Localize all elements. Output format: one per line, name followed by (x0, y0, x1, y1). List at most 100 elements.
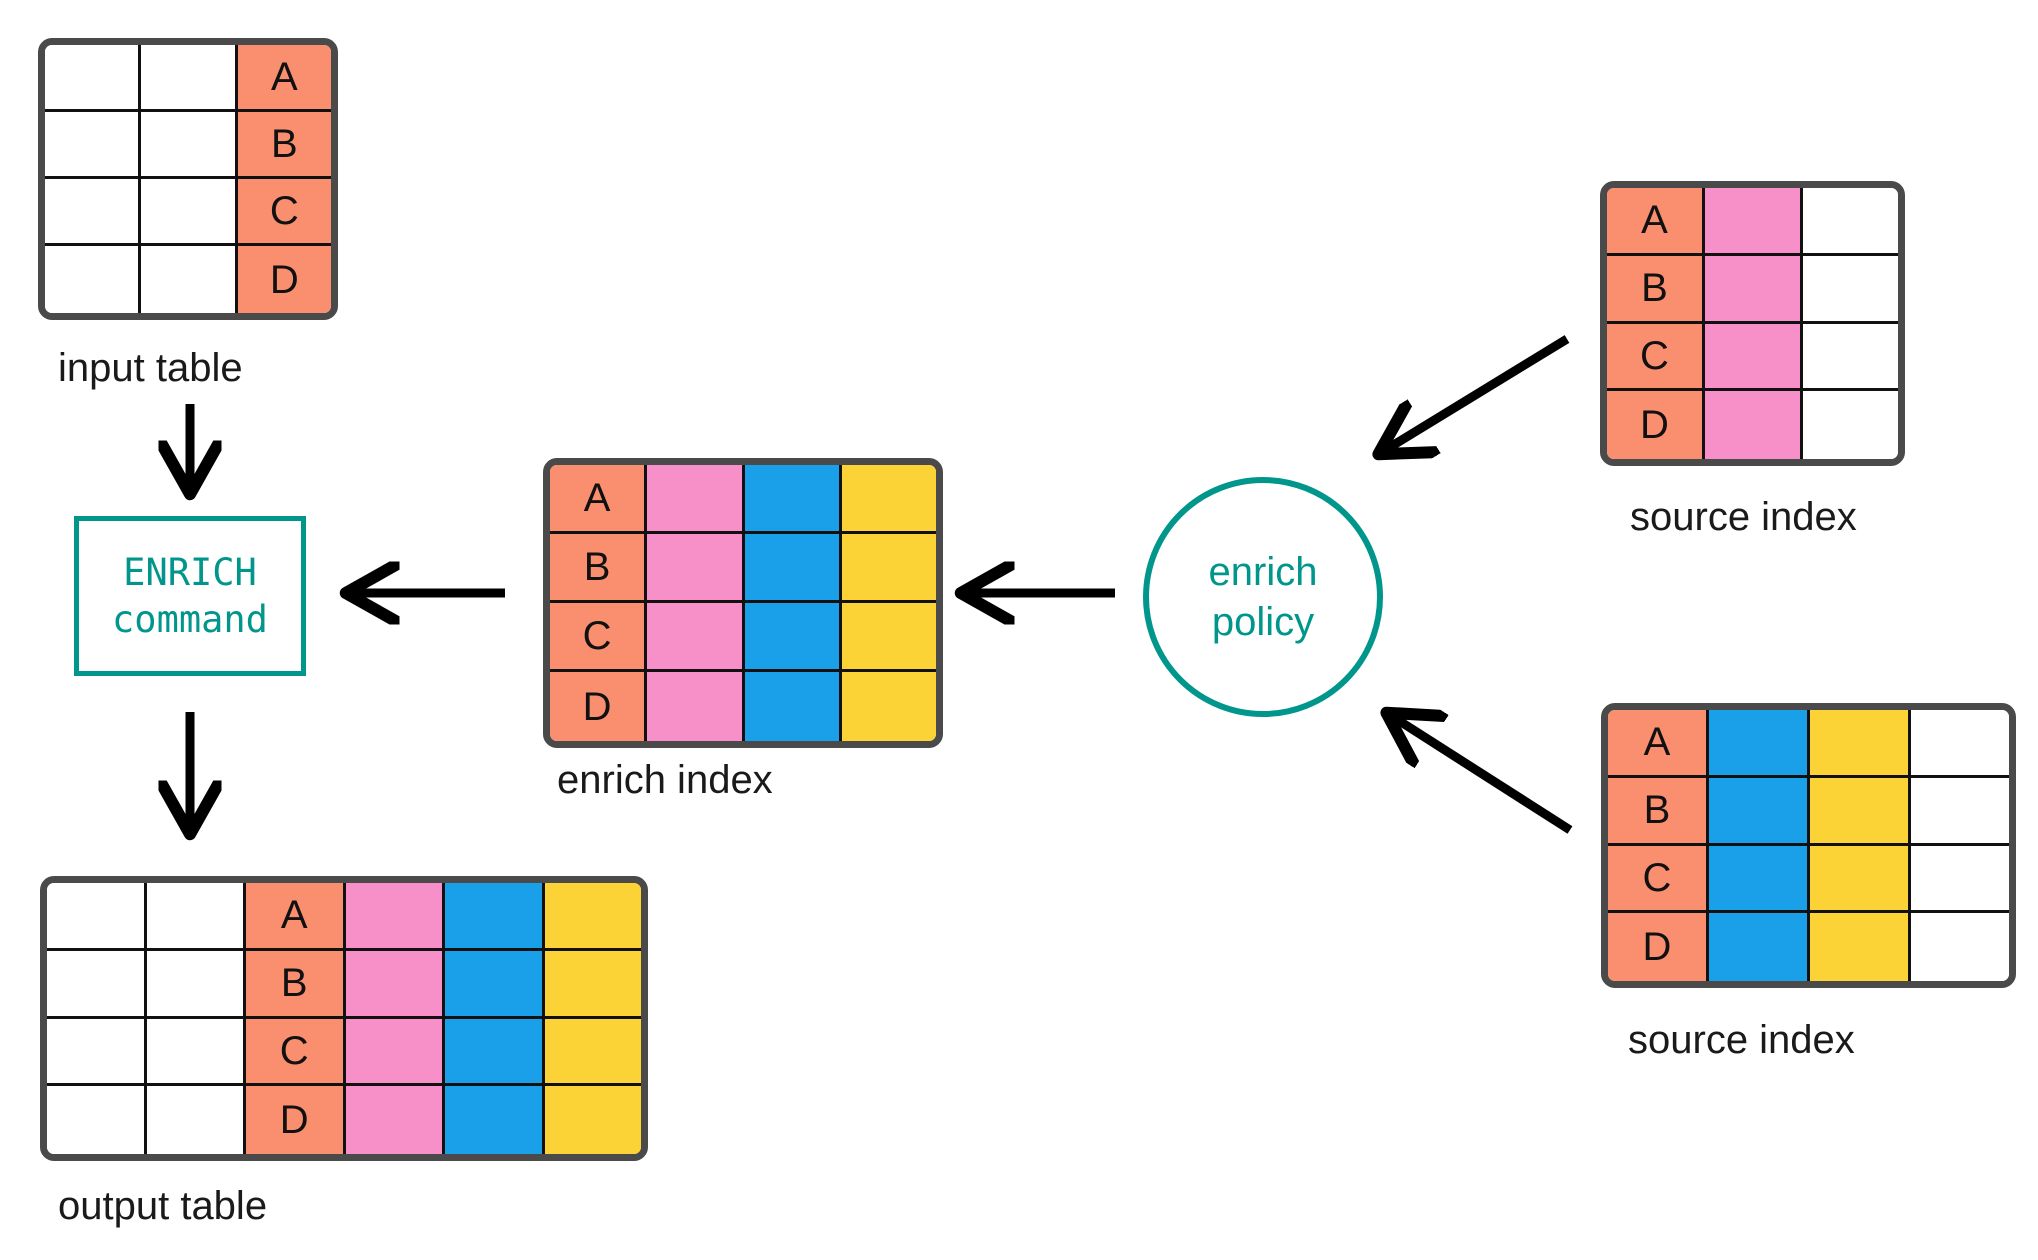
table-cell (445, 883, 545, 951)
table-cell-key: D (1607, 391, 1705, 459)
table-cell (1810, 710, 1911, 778)
table-cell (146, 1086, 246, 1154)
enrich-policy-circle[interactable]: enrich policy (1143, 477, 1383, 717)
table-cell (1810, 913, 1911, 981)
table-cell (744, 534, 842, 603)
table-cell (47, 1086, 147, 1154)
table-cell (1709, 777, 1810, 846)
enrich-policy-line2: policy (1211, 600, 1315, 644)
table-cell (47, 1018, 147, 1087)
table-cell-key: B (246, 950, 346, 1019)
table-cell (146, 1018, 246, 1087)
table-cell (841, 672, 936, 741)
table-cell (647, 603, 745, 672)
enrich-command-box[interactable]: ENRICH command (74, 516, 306, 676)
table-row: C (1607, 323, 1898, 392)
table-cell (841, 534, 936, 603)
table-cell (47, 883, 147, 951)
table-cell (1705, 188, 1803, 256)
table-cell-key: A (246, 883, 346, 951)
table-cell-key: C (1608, 845, 1709, 914)
table-cell (544, 950, 641, 1019)
source-index-top-caption: source index (1630, 495, 1857, 539)
table-cell-key: B (1608, 777, 1709, 846)
enrich-command-line2: command (112, 598, 268, 641)
table-cell (45, 45, 142, 112)
table-cell (445, 1086, 545, 1154)
table-cell-key: D (1608, 913, 1709, 981)
table-cell (1810, 777, 1911, 846)
table-cell-key: B (237, 112, 331, 179)
table-cell (146, 883, 246, 951)
table-cell (45, 179, 142, 246)
table-row: D (1607, 391, 1898, 459)
table-cell (841, 465, 936, 534)
table-cell (345, 1086, 445, 1154)
table-row: A (1607, 188, 1898, 256)
table-cell (345, 1018, 445, 1087)
table-cell-key: D (246, 1086, 346, 1154)
table-row: B (1608, 777, 2009, 846)
table-cell (1803, 255, 1898, 324)
table-row: C (550, 603, 936, 672)
table-cell-key: B (1607, 255, 1705, 324)
table-cell (1705, 323, 1803, 392)
table-cell-key: C (550, 603, 648, 672)
table-row: D (1608, 913, 2009, 981)
table-cell-key: B (550, 534, 648, 603)
enrich-policy-line1: enrich (1208, 550, 1318, 594)
table-cell (47, 950, 147, 1019)
table-row: B (47, 950, 641, 1019)
table-cell (1705, 391, 1803, 459)
table-cell-key: C (237, 179, 331, 246)
table-row: C (47, 1018, 641, 1087)
table-cell (45, 246, 142, 313)
table-cell (1705, 255, 1803, 324)
table-cell (141, 179, 238, 246)
arrow-source-index-top-to-policy (1382, 335, 1570, 452)
table-row: D (550, 672, 936, 741)
table-row: B (1607, 255, 1898, 324)
table-cell (1709, 913, 1810, 981)
table-cell-key: A (1607, 188, 1705, 256)
table-cell (1709, 845, 1810, 914)
source-index-bottom-caption: source index (1628, 1018, 1855, 1062)
input-table-caption: input table (58, 346, 243, 390)
table-cell-key: A (237, 45, 331, 112)
table-row: D (47, 1086, 641, 1154)
table-cell (1810, 845, 1911, 914)
table-row: A (45, 45, 331, 112)
table-cell (544, 1018, 641, 1087)
table-row: B (45, 112, 331, 179)
table-row: D (45, 246, 331, 313)
table-cell (141, 45, 238, 112)
table-cell (141, 112, 238, 179)
table-row: A (550, 465, 936, 534)
table-cell (1911, 710, 2009, 778)
enrich-index-caption: enrich index (557, 758, 773, 802)
table-cell (1911, 845, 2009, 914)
table-row: A (1608, 710, 2009, 778)
table-cell (445, 950, 545, 1019)
table-cell-key: D (237, 246, 331, 313)
table-cell (647, 465, 745, 534)
arrow-source-index-bottom-to-policy (1390, 715, 1573, 834)
enrich-command-line1: ENRICH (123, 550, 257, 594)
table-cell (141, 246, 238, 313)
table-cell (744, 465, 842, 534)
table-cell (544, 1086, 641, 1154)
table-cell (146, 950, 246, 1019)
table-row: A (47, 883, 641, 951)
table-cell (1803, 391, 1898, 459)
table-cell (1911, 777, 2009, 846)
table-row: C (1608, 845, 2009, 914)
table-cell (345, 883, 445, 951)
table-cell-key: A (1608, 710, 1709, 778)
table-cell-key: C (1607, 323, 1705, 392)
table-cell (744, 672, 842, 741)
